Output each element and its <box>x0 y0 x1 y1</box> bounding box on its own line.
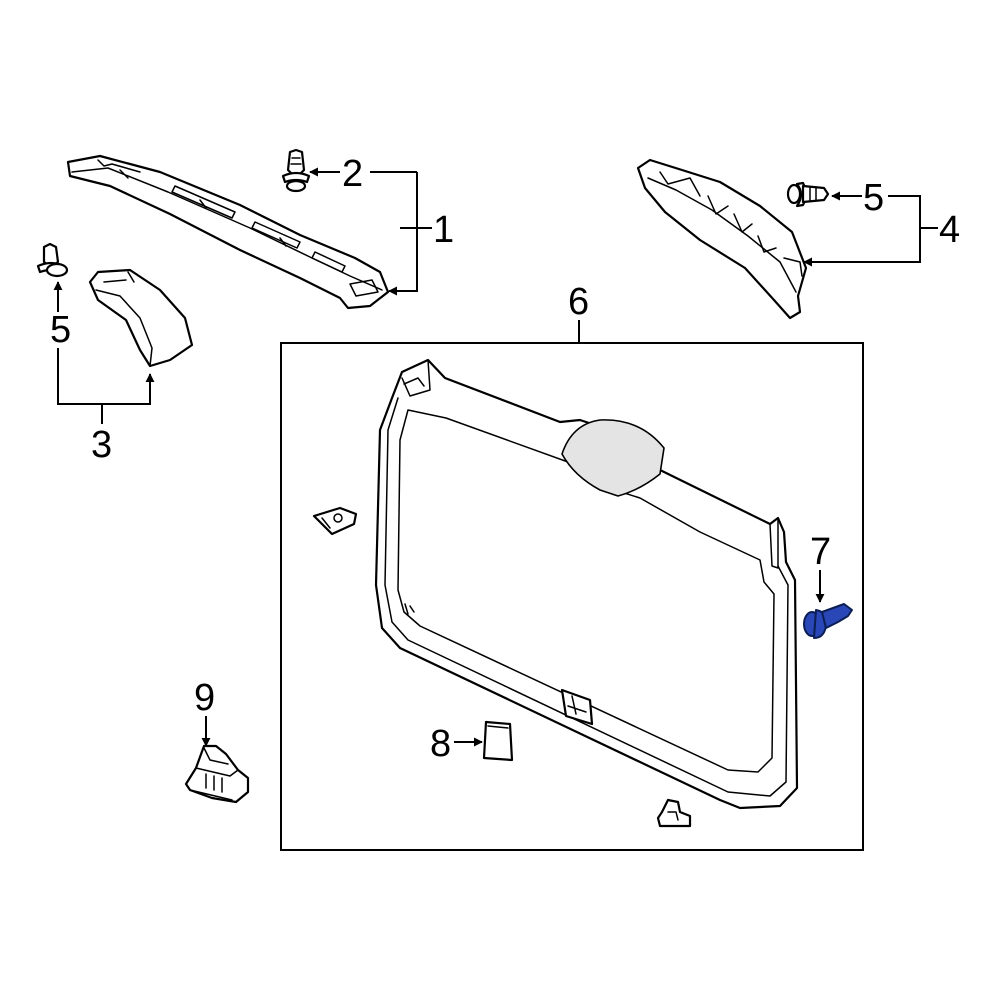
leader-lines <box>53 167 938 747</box>
callout-2: 2 <box>342 153 363 195</box>
part-4-side-trim[interactable] <box>636 158 808 320</box>
callout-5-left: 5 <box>50 309 71 351</box>
callout-9: 9 <box>194 677 215 719</box>
part-5-clip-right[interactable] <box>786 181 830 208</box>
panel-clip-upper[interactable] <box>312 506 358 536</box>
part-8-pad[interactable] <box>482 720 514 762</box>
callout-5-right: 5 <box>863 177 884 219</box>
callout-4: 4 <box>939 209 960 251</box>
part-9-housing[interactable] <box>184 744 250 804</box>
part-5-clip-left[interactable] <box>36 242 69 278</box>
part-3-side-trim[interactable] <box>88 268 194 368</box>
callout-8: 8 <box>430 723 451 765</box>
part-7-highlighted-clip[interactable] <box>803 603 853 639</box>
callout-3: 3 <box>91 424 112 466</box>
part-2-clip[interactable] <box>281 148 311 193</box>
callout-1: 1 <box>433 209 454 251</box>
part-1-upper-garnish[interactable] <box>66 154 390 310</box>
part-6-frame <box>280 342 864 851</box>
panel-clip-lower[interactable] <box>656 798 692 828</box>
callout-7: 7 <box>810 531 831 573</box>
part-6-liftgate-panel[interactable] <box>374 358 799 810</box>
callout-6: 6 <box>568 281 589 323</box>
